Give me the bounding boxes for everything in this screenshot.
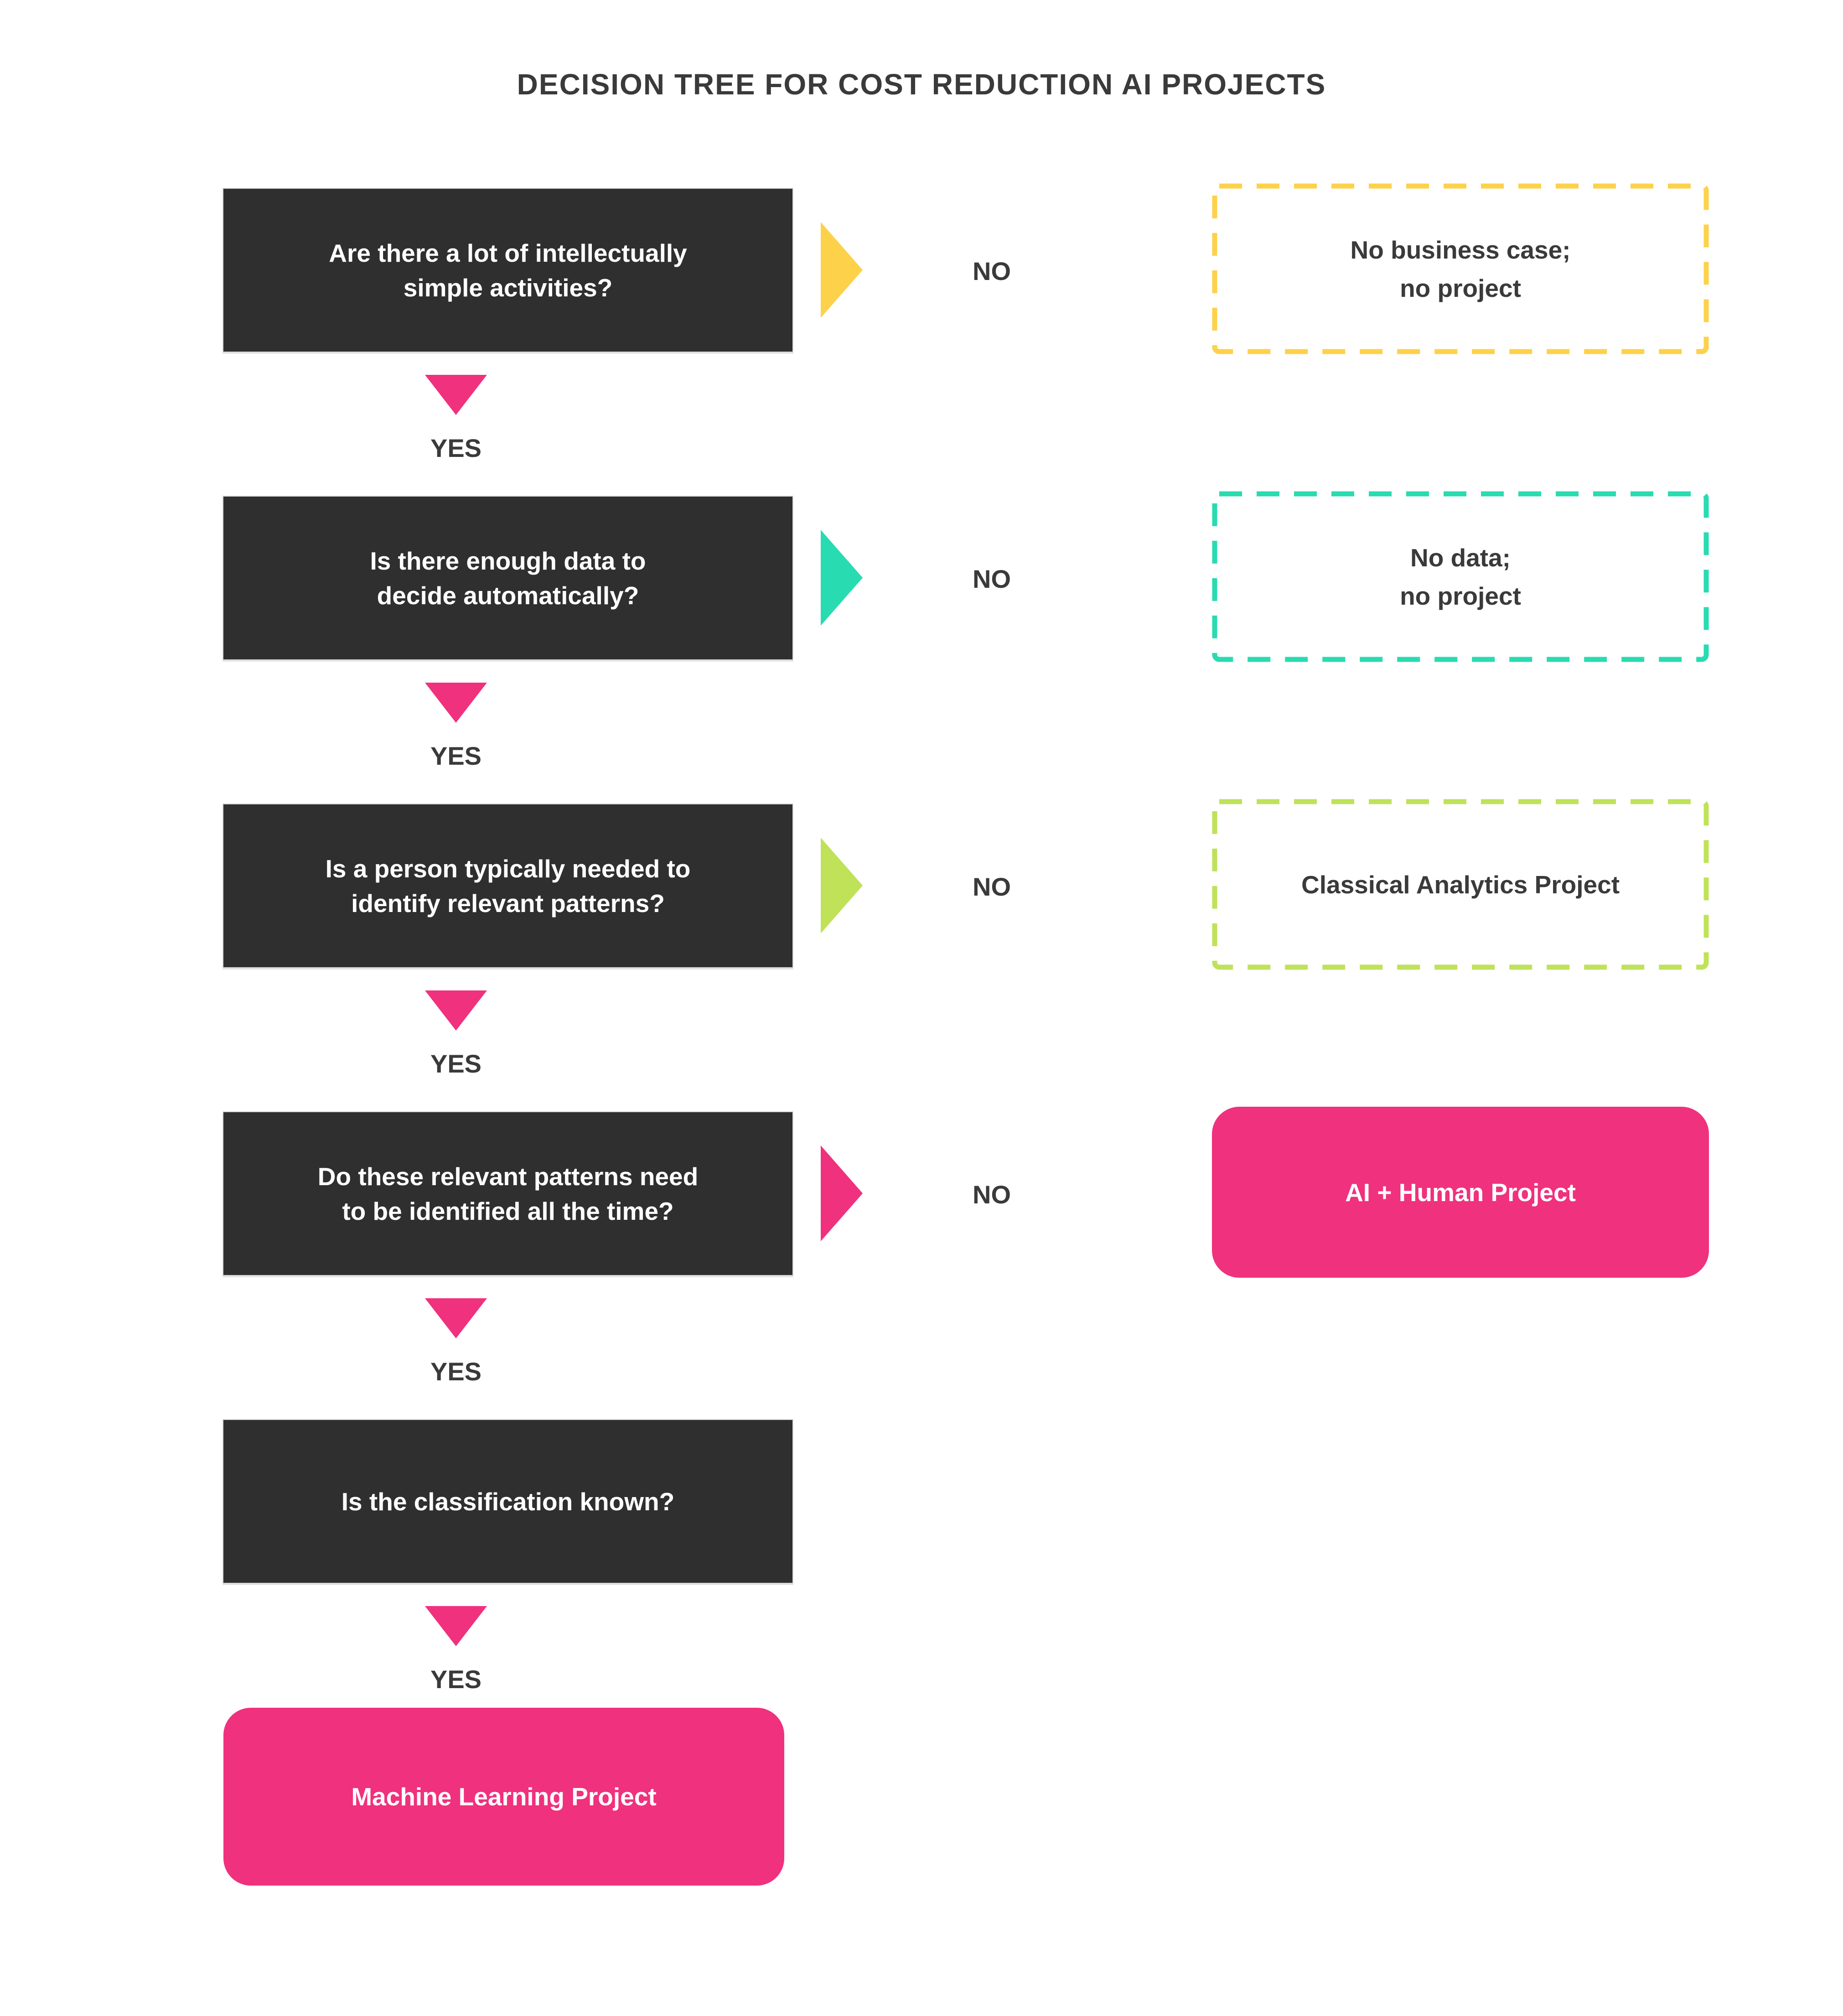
yes-branch-arrow-icon	[425, 1298, 487, 1338]
question-text-line: Is a person typically needed to	[325, 854, 691, 883]
outcome-box-classical-analytics: Classical Analytics Project	[1212, 799, 1709, 970]
decision-row-4: Do these relevant patterns need to be id…	[0, 1107, 1843, 1419]
question-text-line: Are there a lot of intellectually	[329, 238, 687, 267]
question-text-line: Do these relevant patterns need	[317, 1162, 699, 1191]
yes-branch-arrow-icon	[425, 375, 487, 415]
outcome-box-ai-human-project: AI + Human Project	[1212, 1107, 1709, 1278]
question-text-line: to be identified all the time?	[342, 1197, 674, 1225]
yes-branch-arrow-icon	[425, 990, 487, 1031]
yes-label: YES	[430, 741, 482, 770]
no-label: NO	[973, 565, 1011, 593]
decision-row-3: Is a person typically needed to identify…	[0, 799, 1843, 1111]
question-box-3: Is a person typically needed to identify…	[223, 803, 793, 968]
decision-row-2: Is there enough data to decide automatic…	[0, 491, 1843, 803]
yes-label: YES	[430, 1665, 482, 1694]
yes-branch-arrow-icon	[425, 683, 487, 723]
question-text-line: Is the classification known?	[341, 1487, 675, 1516]
question-text-line: decide automatically?	[377, 581, 639, 610]
no-label: NO	[973, 1180, 1011, 1209]
question-text-line: identify relevant patterns?	[351, 889, 665, 917]
no-label: NO	[973, 257, 1011, 285]
outcome-text-line: No data;	[1410, 543, 1511, 572]
question-text-line: simple activities?	[403, 273, 613, 302]
outcome-text-line: Machine Learning Project	[351, 1783, 657, 1811]
yes-branch-arrow-icon	[425, 1606, 487, 1646]
question-box-4: Do these relevant patterns need to be id…	[223, 1111, 793, 1276]
outcome-box-no-data: No data; no project	[1212, 491, 1709, 662]
no-branch-arrow-icon	[821, 530, 863, 626]
no-branch-arrow-icon	[821, 838, 863, 933]
outcome-text-line: no project	[1400, 581, 1521, 610]
no-branch-arrow-icon	[821, 1145, 863, 1241]
yes-label: YES	[430, 1357, 482, 1386]
outcome-box-no-business-case: No business case; no project	[1212, 183, 1709, 354]
question-box-1: Are there a lot of intellectually simple…	[223, 188, 793, 352]
outcome-box-machine-learning-project: Machine Learning Project	[223, 1708, 784, 1886]
decision-row-5: Is the classification known? YES	[0, 1419, 1843, 1727]
outcome-text-line: AI + Human Project	[1345, 1178, 1576, 1207]
question-box-2: Is there enough data to decide automatic…	[223, 496, 793, 660]
question-text-line: Is there enough data to	[370, 546, 646, 575]
no-branch-arrow-icon	[821, 222, 863, 318]
page-title: DECISION TREE FOR COST REDUCTION AI PROJ…	[517, 68, 1326, 101]
outcome-text-line: No business case;	[1350, 235, 1571, 264]
question-box-5: Is the classification known?	[223, 1419, 793, 1584]
outcome-text-line: no project	[1400, 274, 1521, 302]
outcome-text-line: Classical Analytics Project	[1301, 870, 1620, 899]
yes-label: YES	[430, 1049, 482, 1078]
decision-row-1: Are there a lot of intellectually simple…	[0, 183, 1843, 496]
yes-label: YES	[430, 434, 482, 462]
no-label: NO	[973, 872, 1011, 901]
